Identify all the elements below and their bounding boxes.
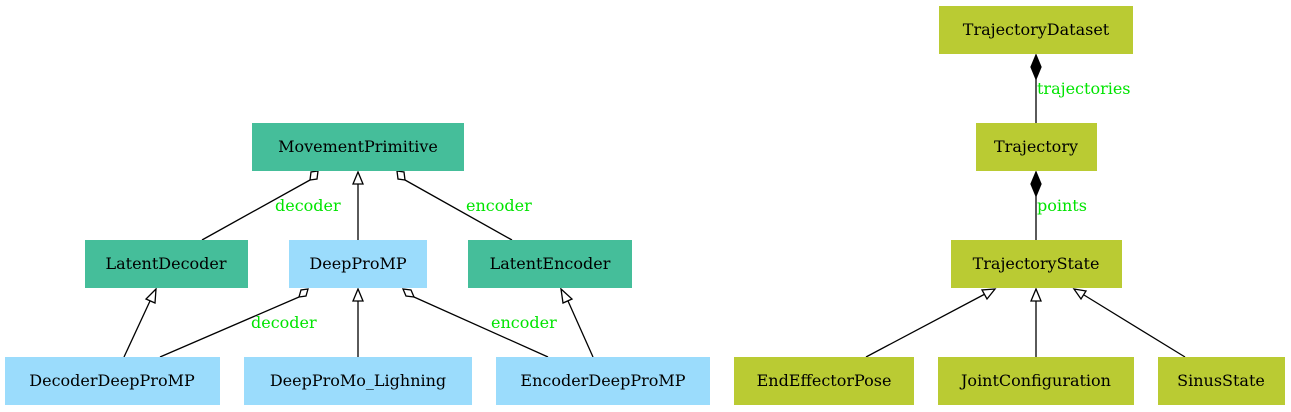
node-label: LatentDecoder (105, 254, 226, 273)
node-encoder-deep-pro-mp: EncoderDeepProMP (496, 357, 710, 405)
composition-diamond (1030, 170, 1042, 198)
edge-label-points: points (1037, 196, 1087, 215)
node-label: TrajectoryDataset (963, 20, 1110, 39)
inheritance-arrow (560, 287, 574, 304)
aggregation-diamond (309, 170, 319, 181)
node-sinus-state: SinusState (1158, 357, 1285, 405)
node-end-effector-pose: EndEffectorPose (734, 357, 914, 405)
node-label: TrajectoryState (973, 254, 1100, 273)
node-label: DecoderDeepProMP (29, 371, 195, 390)
inheritance-arrow (980, 288, 997, 301)
edge-ts-ss (1072, 288, 1186, 358)
node-decoder-deep-pro-mp: DecoderDeepProMP (5, 357, 220, 405)
node-deep-pro-mp: DeepProMP (289, 240, 427, 288)
edge-label-encoder-lower: encoder (491, 313, 557, 332)
edge-label-decoder-lower: decoder (251, 313, 317, 332)
node-trajectory-state: TrajectoryState (951, 240, 1122, 288)
aggregation-diamond (401, 288, 416, 298)
node-label: JointConfiguration (959, 371, 1111, 390)
edge-mp-deepprompt (352, 170, 364, 240)
inheritance-arrow (1072, 288, 1088, 301)
edge-label-encoder-upper: encoder (466, 196, 532, 215)
node-trajectory-dataset: TrajectoryDataset (939, 6, 1133, 54)
edge-label-trajectories: trajectories (1037, 79, 1131, 98)
node-latent-decoder: LatentDecoder (85, 240, 248, 288)
node-label: SinusState (1177, 371, 1265, 390)
node-label: Trajectory (994, 137, 1078, 156)
inheritance-arrow (144, 287, 157, 304)
edge-ts-jc (1030, 287, 1042, 357)
edge-t-ts (1030, 170, 1042, 240)
node-label: DeepProMP (309, 254, 406, 273)
composition-diamond (1030, 53, 1042, 81)
node-label: DeepProMo_Lighning (270, 371, 446, 390)
edge-dp-dpl (352, 287, 364, 357)
edge-label-decoder-upper: decoder (275, 196, 341, 215)
edge-td-t (1030, 53, 1042, 123)
edge-dp-edp (401, 288, 549, 358)
inheritance-arrow (352, 287, 364, 302)
aggregation-diamond (298, 288, 309, 298)
node-label: EndEffectorPose (757, 371, 892, 390)
inheritance-arrow (1030, 287, 1042, 302)
edge-dp-ddp (159, 288, 309, 358)
node-label: MovementPrimitive (278, 137, 438, 156)
node-label: EncoderDeepProMP (520, 371, 685, 390)
edge-ts-eep (865, 288, 997, 358)
node-joint-configuration: JointConfiguration (938, 357, 1134, 405)
edge-le-edp (560, 287, 594, 358)
node-movement-primitive: MovementPrimitive (252, 123, 464, 171)
node-trajectory: Trajectory (976, 123, 1097, 171)
edge-ld-ddp (123, 287, 157, 358)
edge-mp-encoder (396, 170, 513, 241)
edge-mp-decoder (201, 170, 319, 241)
node-label: LatentEncoder (490, 254, 611, 273)
node-latent-encoder: LatentEncoder (468, 240, 632, 288)
node-deep-pro-mo-lighning: DeepProMo_Lighning (244, 357, 472, 405)
aggregation-diamond (396, 170, 406, 181)
inheritance-arrow (352, 170, 364, 185)
